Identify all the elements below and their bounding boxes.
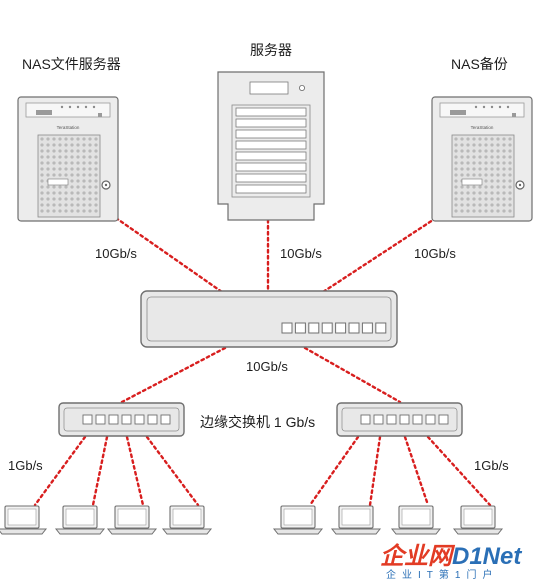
laptop-icon xyxy=(161,505,213,535)
laptop-icon xyxy=(0,505,48,535)
link-right-edge-client-4 xyxy=(426,435,492,507)
edge-switch-right xyxy=(336,402,463,437)
link-left-edge-client-2 xyxy=(91,435,109,507)
edge-switch-port xyxy=(160,414,171,425)
laptop-icon xyxy=(54,505,106,535)
server-drive-slot xyxy=(235,173,307,183)
server-label: 服务器 xyxy=(250,42,292,58)
nas-file-server-device: TeraStation xyxy=(17,96,119,222)
link-label-nas-backup: 10Gb/s xyxy=(414,246,456,261)
link-nas-file-server xyxy=(114,216,224,294)
nas-backup-brand: TeraStation xyxy=(471,125,494,130)
watermark-slogan: 企业IT第1门户 xyxy=(386,570,499,581)
edge-switch-port xyxy=(360,414,371,425)
edge-switch-port xyxy=(386,414,397,425)
core-switch xyxy=(140,290,398,348)
server-drive-slot xyxy=(235,162,307,172)
core-switch-port xyxy=(294,322,306,334)
laptop-icon xyxy=(272,505,324,535)
link-right-edge-client-1 xyxy=(308,435,360,507)
server-drive-slot xyxy=(235,129,307,139)
edge-switch-port xyxy=(82,414,93,425)
link-right-edge-client-2 xyxy=(368,435,382,507)
edge-switch-port xyxy=(412,414,423,425)
server-drive-slot xyxy=(235,118,307,128)
server-drive-slot xyxy=(235,151,307,161)
server-device xyxy=(217,71,325,221)
server-drive-slot xyxy=(235,107,307,117)
watermark-brand-cn: 企业网 xyxy=(380,543,452,570)
core-switch-port xyxy=(375,322,387,334)
edge-switch-port xyxy=(399,414,410,425)
edge-switch-left xyxy=(58,402,185,437)
nas-file-server-brand: TeraStation xyxy=(57,125,80,130)
server-drive-slot xyxy=(235,140,307,150)
link-core-to-right-edge xyxy=(303,346,402,404)
nas-file-server-label: NAS文件服务器 xyxy=(22,56,121,72)
link-label-server: 10Gb/s xyxy=(280,246,322,261)
edge-switch-label: 边缘交换机 1 Gb/s xyxy=(200,414,316,430)
link-label-core-to-edge: 10Gb/s xyxy=(246,359,288,374)
core-switch-port xyxy=(335,322,347,334)
link-label-left-clients: 1Gb/s xyxy=(8,458,43,473)
link-left-edge-client-1 xyxy=(33,435,87,507)
link-core-to-left-edge xyxy=(120,346,227,404)
laptop-icon xyxy=(330,505,382,535)
edge-switch-port xyxy=(95,414,106,425)
core-switch-port xyxy=(361,322,373,334)
link-label-nas-file-server: 10Gb/s xyxy=(95,246,137,261)
laptop-icon xyxy=(452,505,504,535)
edge-switch-port xyxy=(108,414,119,425)
edge-switch-port xyxy=(147,414,158,425)
edge-switch-port xyxy=(438,414,449,425)
core-switch-port xyxy=(308,322,320,334)
link-right-edge-client-3 xyxy=(403,435,430,507)
core-switch-port xyxy=(281,322,293,334)
link-left-edge-client-4 xyxy=(145,435,200,507)
laptop-icon xyxy=(390,505,442,535)
nas-backup-device: TeraStation xyxy=(431,96,533,222)
edge-switch-port xyxy=(121,414,132,425)
link-nas-backup xyxy=(321,216,438,294)
link-label-right-clients: 1Gb/s xyxy=(474,458,509,473)
nas-backup-label: NAS备份 xyxy=(451,56,508,72)
server-drive-slot xyxy=(235,184,307,194)
watermark-brand-en: D1Net xyxy=(452,543,522,570)
edge-switch-port xyxy=(134,414,145,425)
core-switch-port xyxy=(321,322,333,334)
laptop-icon xyxy=(106,505,158,535)
core-switch-port xyxy=(348,322,360,334)
edge-switch-port xyxy=(425,414,436,425)
edge-switch-port xyxy=(373,414,384,425)
link-left-edge-client-3 xyxy=(125,435,145,507)
